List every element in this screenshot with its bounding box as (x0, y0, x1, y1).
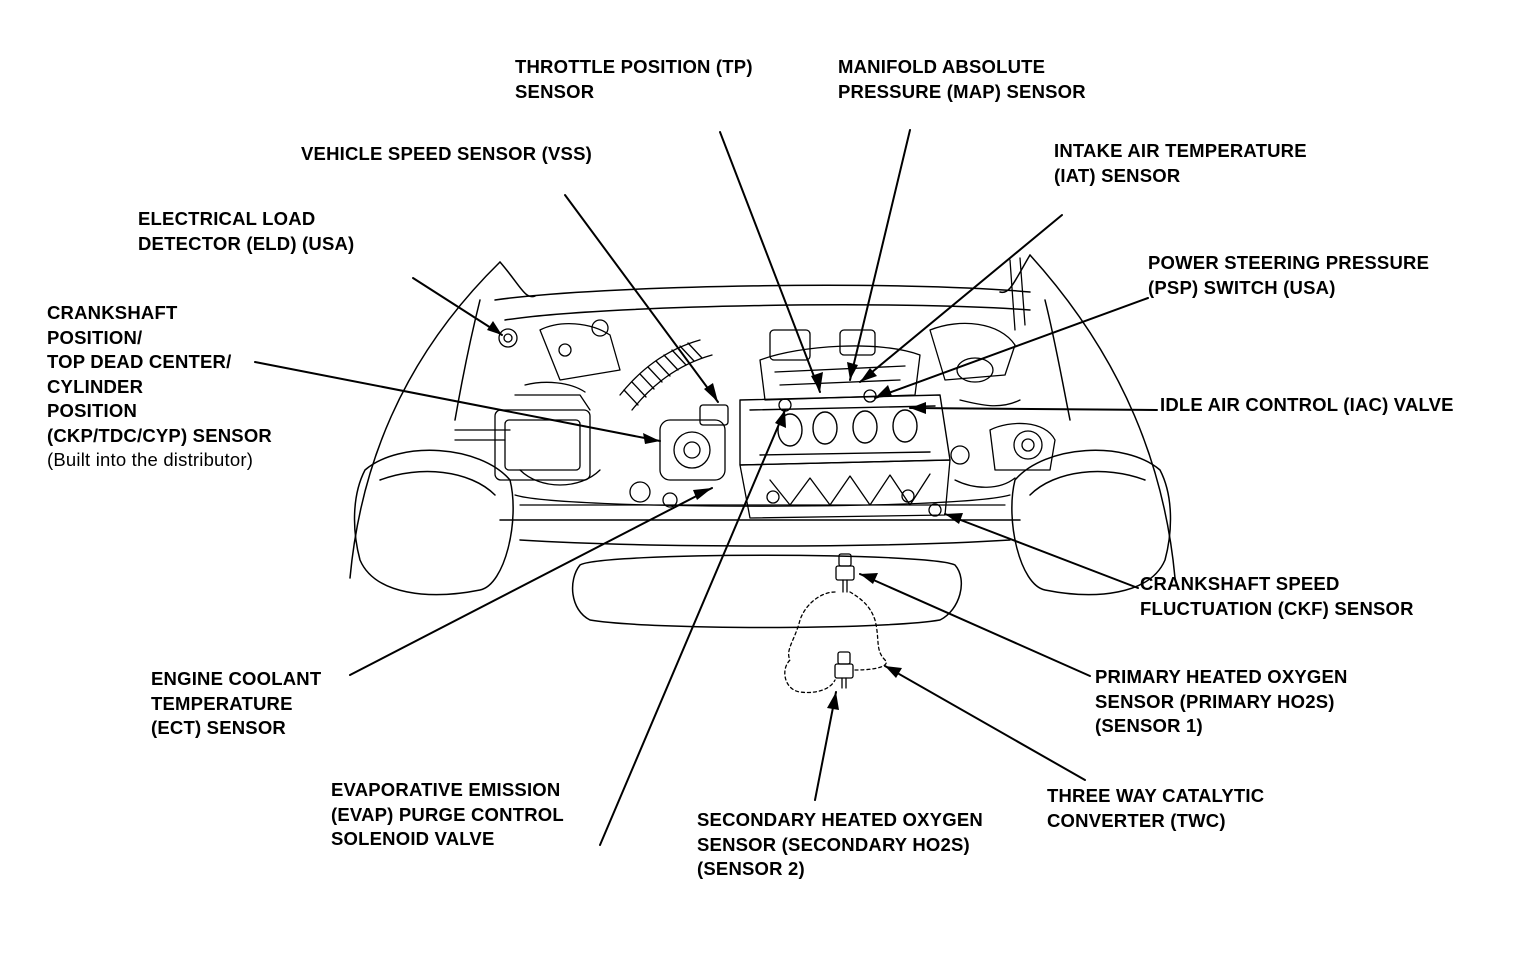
label-throttle-position-sensor: THROTTLE POSITION (TP) SENSOR (515, 55, 753, 104)
leader-evap (599, 409, 786, 846)
label-line: (EVAP) PURGE CONTROL (331, 803, 564, 825)
label-line: POWER STEERING PRESSURE (1148, 252, 1430, 273)
label-line: SOLENOID VALVE (331, 828, 495, 849)
radiator-support (514, 494, 1011, 507)
label-line: ENGINE COOLANT (151, 668, 322, 689)
label-secondary-heated-oxygen-sensor: SECONDARY HEATED OXYGEN SENSOR (SECONDAR… (697, 808, 983, 882)
three-way-catalytic-converter-path (784, 591, 887, 694)
label-line: FLUCTUATION (CKF) SENSOR (1140, 597, 1414, 619)
label-vehicle-speed-sensor: VEHICLE SPEED SENSOR (VSS) (301, 142, 592, 167)
label-line: VEHICLE SPEED SENSOR (VSS) (301, 143, 592, 164)
label-idle-air-control-valve: IDLE AIR CONTROL (IAC) VALVE (1160, 393, 1454, 418)
leader-ckf (944, 513, 1139, 589)
label-line: INTAKE AIR TEMPERATURE (1054, 140, 1307, 161)
label-note: (Built into the distributor) (47, 449, 254, 470)
label-line: TEMPERATURE (151, 692, 293, 714)
label-evap-purge-control-solenoid-valve: EVAPORATIVE EMISSION (EVAP) PURGE CONTRO… (331, 778, 564, 852)
leader-twc (884, 665, 1086, 781)
label-line: CONVERTER (TWC) (1047, 809, 1226, 831)
primary-ho2s-sensor (835, 553, 855, 593)
label-line: THROTTLE POSITION (TP) (515, 56, 753, 77)
leader-ho2s1 (859, 573, 1091, 677)
label-primary-heated-oxygen-sensor: PRIMARY HEATED OXYGEN SENSOR (PRIMARY HO… (1095, 665, 1348, 739)
leader-map (849, 129, 911, 381)
distributor (659, 404, 729, 481)
front-bumper (499, 519, 1021, 629)
label-line: EVAPORATIVE EMISSION (331, 779, 561, 800)
label-line: (IAT) SENSOR (1054, 164, 1181, 186)
leader-eld (412, 277, 503, 336)
label-line: SENSOR (SECONDARY HO2S) (697, 833, 970, 855)
engine-block (739, 459, 951, 519)
label-line: POSITION (47, 400, 137, 421)
label-line: (PSP) SWITCH (USA) (1148, 276, 1336, 298)
label-line: (CKP/TDC/CYP) SENSOR (47, 424, 272, 446)
label-line: (SENSOR 2) (697, 858, 805, 879)
label-line: CYLINDER (47, 375, 144, 397)
label-line: MANIFOLD ABSOLUTE (838, 56, 1046, 77)
leader-iac (909, 407, 1158, 411)
intake-manifold (759, 329, 921, 412)
label-line: POSITION/ (47, 326, 143, 348)
label-line: SENSOR (515, 80, 595, 102)
label-crankshaft-speed-fluctuation-sensor: CRANKSHAFT SPEED FLUCTUATION (CKF) SENSO… (1140, 572, 1414, 621)
label-line: DETECTOR (ELD) (USA) (138, 232, 355, 254)
leader-tp (719, 131, 821, 393)
air-intake-hose (619, 339, 713, 411)
label-power-steering-pressure-switch: POWER STEERING PRESSURE (PSP) SWITCH (US… (1148, 251, 1429, 300)
label-line: THREE WAY CATALYTIC (1047, 785, 1265, 806)
leader-vss (564, 194, 719, 403)
secondary-ho2s-sensor (834, 651, 854, 689)
label-line: CRANKSHAFT (47, 302, 178, 323)
label-intake-air-temperature-sensor: INTAKE AIR TEMPERATURE (IAT) SENSOR (1054, 139, 1307, 188)
leader-psp (874, 297, 1149, 399)
label-engine-coolant-temperature-sensor: ENGINE COOLANT TEMPERATURE (ECT) SENSOR (151, 667, 321, 741)
label-line: ELECTRICAL LOAD (138, 208, 316, 229)
left-engine-bay-components (454, 319, 678, 508)
label-line: TOP DEAD CENTER/ (47, 351, 232, 372)
label-line: (ECT) SENSOR (151, 717, 286, 738)
label-manifold-absolute-pressure-sensor: MANIFOLD ABSOLUTE PRESSURE (MAP) SENSOR (838, 55, 1086, 104)
label-line: PRIMARY HEATED OXYGEN (1095, 666, 1348, 687)
leader-lines (254, 129, 1158, 846)
leader-arrowheads (487, 321, 963, 710)
label-electrical-load-detector: ELECTRICAL LOAD DETECTOR (ELD) (USA) (138, 207, 354, 256)
left-headlight (353, 449, 514, 596)
label-line: (SENSOR 1) (1095, 715, 1203, 736)
leader-ho2s2 (814, 691, 837, 801)
label-line: SENSOR (PRIMARY HO2S) (1095, 690, 1335, 712)
vehicle-body-outline (349, 254, 1176, 579)
leader-iat (859, 214, 1063, 383)
label-line: CRANKSHAFT SPEED (1140, 573, 1340, 594)
label-line: PRESSURE (MAP) SENSOR (838, 80, 1086, 102)
label-line: IDLE AIR CONTROL (IAC) VALVE (1160, 394, 1454, 415)
leader-ckp (254, 361, 661, 442)
right-engine-bay-components (929, 257, 1056, 488)
label-ckp-tdc-cyp-sensor: CRANKSHAFT POSITION/ TOP DEAD CENTER/ CY… (47, 301, 272, 473)
leader-ect (349, 487, 713, 676)
label-three-way-catalytic-converter: THREE WAY CATALYTIC CONVERTER (TWC) (1047, 784, 1264, 833)
label-line: SECONDARY HEATED OXYGEN (697, 809, 983, 830)
right-headlight (1011, 449, 1172, 596)
